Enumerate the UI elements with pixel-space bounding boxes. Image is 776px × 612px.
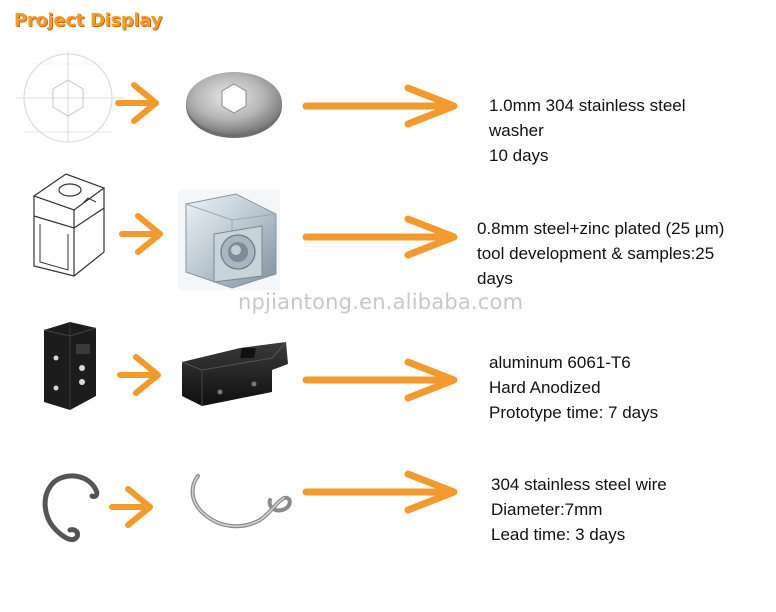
arrow-right-icon [302, 84, 458, 128]
watermark: npjiantong.en.alibaba.com [238, 290, 524, 314]
project-description: 1.0mm 304 stainless steel washer 10 days [489, 93, 686, 168]
material-line: 0.8mm steel+zinc plated (25 µm) [477, 219, 725, 238]
arrow-right-icon [119, 213, 163, 255]
zinc-plated-bracket-icon [178, 190, 280, 290]
lead-time-line: days [477, 269, 513, 288]
arrow-right-icon [302, 470, 458, 514]
project-description: aluminum 6061-T6 Hard Anodized Prototype… [489, 350, 658, 425]
page-title: Project Display [14, 10, 163, 31]
lead-time-line: 10 days [489, 146, 549, 165]
lead-time-line: Prototype time: 7 days [489, 403, 659, 422]
washer-drawing-icon [16, 52, 124, 143]
process-line: tool development & samples:25 [477, 244, 715, 263]
arrow-right-icon [109, 486, 153, 528]
project-description: 0.8mm steel+zinc plated (25 µm) tool dev… [477, 216, 724, 291]
bracket-drawing-icon [32, 173, 106, 277]
arrow-right-icon [302, 358, 458, 402]
part-line: washer [489, 121, 544, 140]
anodized-block-icon [181, 341, 288, 406]
arrow-right-icon [117, 354, 161, 396]
stainless-steel-washer-icon [186, 72, 282, 138]
arrow-right-icon [115, 82, 159, 124]
material-line: aluminum 6061-T6 [489, 353, 631, 372]
wire-hook-drawing-icon [42, 473, 100, 543]
material-line: 304 stainless steel wire [491, 475, 667, 494]
finish-line: Hard Anodized [489, 378, 601, 397]
lead-time-line: Lead time: 3 days [491, 525, 626, 544]
arrow-right-icon [302, 215, 458, 259]
diameter-line: Diameter:7mm [491, 500, 603, 519]
material-line: 1.0mm 304 stainless steel [489, 96, 686, 115]
stainless-wire-hook-icon [190, 474, 292, 529]
project-description: 304 stainless steel wire Diameter:7mm Le… [491, 472, 667, 547]
anodized-block-drawing-icon [43, 322, 97, 410]
